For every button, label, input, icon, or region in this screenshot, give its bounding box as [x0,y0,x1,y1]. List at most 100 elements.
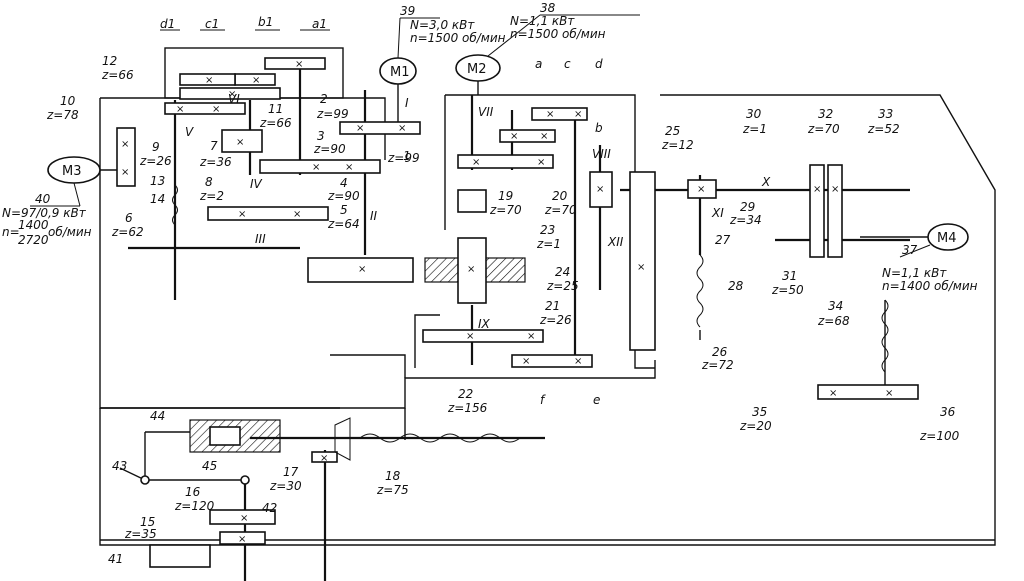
part-45: 45 [202,459,217,473]
gear-15-z: z=35 [124,527,157,541]
gear-4-z: z=90 [327,189,360,203]
svg-text:×: × [467,264,475,275]
gear-5-z: z=64 [327,217,360,231]
gear-17-id: 17 [283,465,299,479]
gear-2-id: 2 [320,92,328,106]
svg-text:×: × [176,104,184,115]
letter-labels: a1 b1 c1 d1 a c d b f e [160,15,603,407]
part-44: 44 [150,409,165,423]
letter-d: d [595,57,603,71]
gear-7-z: z=36 [199,155,232,169]
svg-text:×: × [320,453,328,464]
gear-26-id: 26 [712,345,728,359]
gear-9-id: 9 [152,140,160,154]
svg-text:×: × [358,264,366,275]
gear-5-id: 5 [340,203,348,217]
shaft-ix: IX [478,317,491,331]
gear-4-id: 4 [340,176,348,190]
gear-22-z: z=156 [447,401,488,415]
motor-m3-speed-2: 2720 [18,233,49,247]
gear-8-id: 8 [205,175,213,189]
gear-20-id: 20 [552,189,568,203]
gear-29-z: z=34 [729,213,762,227]
gear-12-z: z=66 [101,68,134,82]
gear-18-id: 18 [385,469,401,483]
gear-24-z: z=25 [546,279,579,293]
motor-m3-label: M3 [62,164,82,179]
motors [47,54,969,251]
svg-text:×: × [540,131,548,142]
gear-7-id: 7 [210,139,218,153]
gear-8-z: z=2 [199,189,224,203]
gear-21-id: 21 [545,299,560,313]
gear-34-z: z=68 [817,314,850,328]
gear-19-z: z=70 [489,203,522,217]
motor-m3-speed-1: 1400 [18,218,49,232]
gear-29-id: 29 [740,200,755,214]
gear-10-z: z=78 [46,108,79,122]
svg-text:×: × [574,356,582,367]
shaft-i: I [405,96,409,110]
housing-outlines [99,47,996,546]
letter-f: f [540,393,546,407]
svg-text:×: × [312,162,320,173]
svg-text:×: × [293,209,301,220]
svg-text:×: × [831,184,839,195]
shaft-x: X [761,175,771,189]
shaft-viii: VIII [592,147,611,161]
letter-e: e [593,393,600,407]
gear-1-z: z=99 [387,151,420,165]
svg-text:×: × [574,109,582,120]
gear-6-id: 6 [125,211,133,225]
part-numbers: 13 14 27 28 41 42 43 44 45 [108,174,744,566]
shaft-iv: IV [250,177,263,191]
svg-text:×: × [205,75,213,86]
svg-text:×: × [228,89,236,100]
gear-31-z: z=50 [771,283,804,297]
motor-m4-power: N=1,1 кВт [882,266,947,280]
part-42: 42 [262,501,277,515]
svg-text:×: × [236,137,244,148]
letter-b: b [595,121,603,135]
gear-23-z: z=1 [536,237,561,251]
shaft-v: V [185,125,194,139]
part-14: 14 [150,192,165,206]
gear-15-id: 15 [140,515,155,529]
shaft-vii: VII [478,105,494,119]
gear-9-z: z=26 [139,154,172,168]
part-27: 27 [715,233,731,247]
gear-bodies: × × × × ×× ×× ×× ×× ×× ×× ×× ×× ×× ×× × … [116,57,919,568]
letter-c: c [564,57,571,71]
svg-text:×: × [527,331,535,342]
gear-30-id: 30 [746,107,762,121]
part-41: 41 [108,552,123,566]
gear-16-id: 16 [185,485,201,499]
svg-text:×: × [596,184,604,195]
part-13: 13 [150,174,165,188]
gear-32-id: 32 [818,107,833,121]
letter-a1: a1 [312,17,327,31]
gear-11-z: z=66 [259,116,292,130]
gear-18-z: z=75 [376,483,409,497]
gear-33-z: z=52 [867,122,900,136]
shaft-ii: II [370,209,378,223]
gear-1-id: 1 [403,149,411,163]
shaft-vi: VI [228,92,240,106]
motor-m3-speed-unit: об/мин [48,225,92,239]
gear-32-z: z=70 [807,122,840,136]
svg-text:×: × [252,75,260,86]
gear-26-z: z=72 [701,358,734,372]
gear-33-id: 33 [878,107,893,121]
motor-m4-label: M4 [937,231,957,246]
gear-10-id: 10 [60,94,76,108]
part-28: 28 [728,279,744,293]
svg-text:×: × [813,184,821,195]
gear-25-id: 25 [665,124,680,138]
motor-m2-number: 38 [540,1,556,15]
letter-a: a [535,57,542,71]
svg-text:×: × [697,184,705,195]
gear-36-z: z=100 [919,429,960,443]
motor-m4-speed: n=1400 об/мин [882,279,978,293]
shaft-xii: XII [607,235,624,249]
